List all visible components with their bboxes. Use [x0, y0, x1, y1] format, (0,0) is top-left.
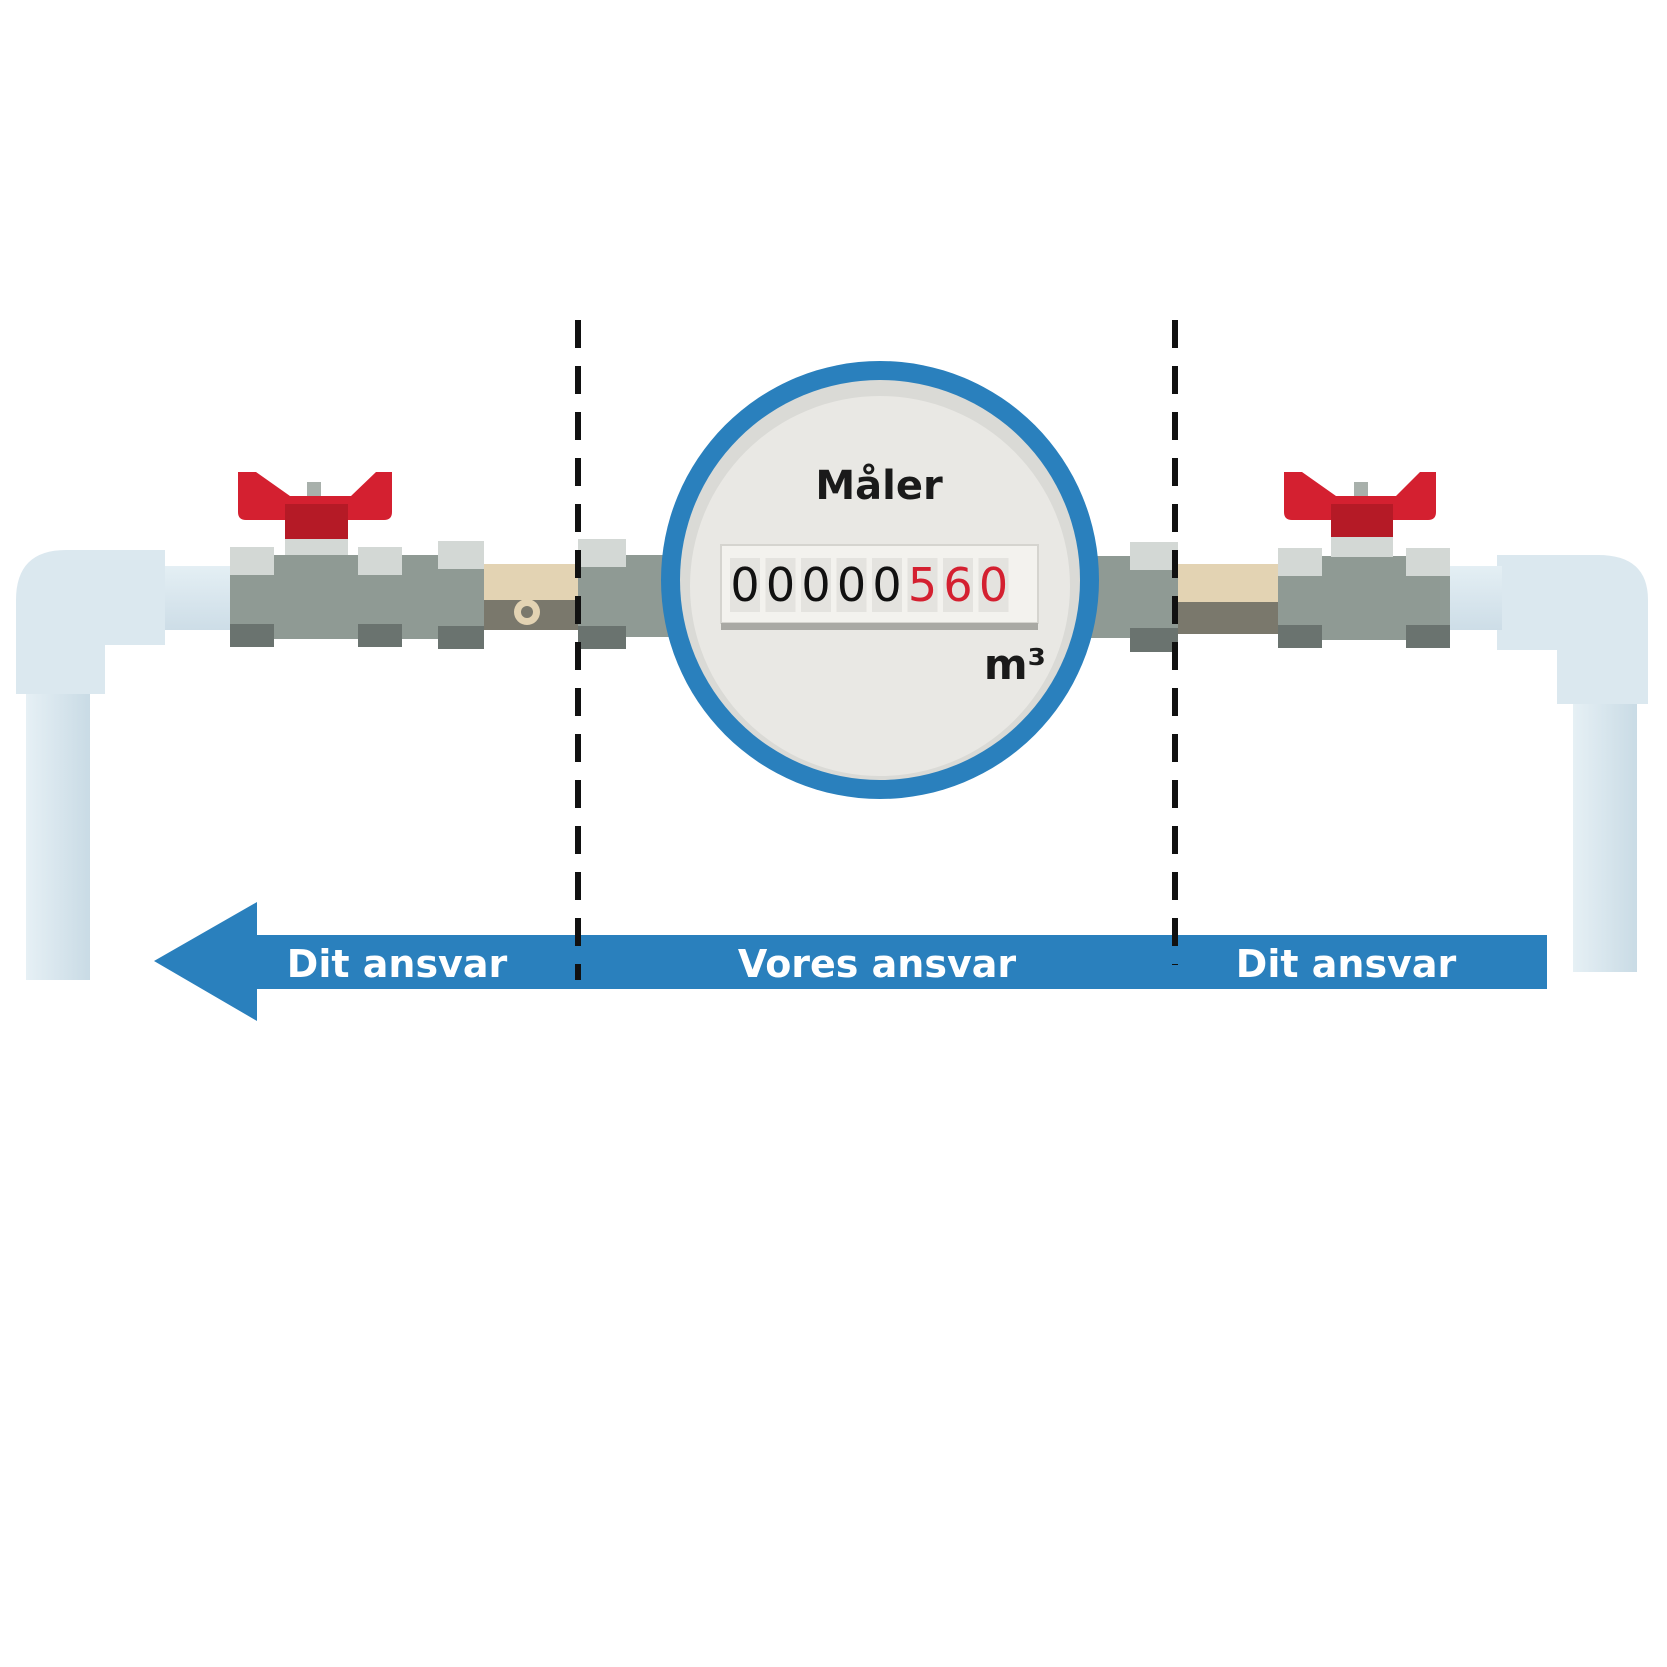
counter-digit-red: 5	[908, 558, 937, 612]
counter-digit-cell	[978, 558, 1009, 612]
counter-digit-cell	[801, 558, 831, 612]
counter-digit-red: 0	[979, 558, 1008, 612]
right-pipe-elbow-icon	[1440, 555, 1648, 972]
counter-digit-black: 0	[872, 558, 901, 612]
arrow-label-right: Dit ansvar	[1236, 942, 1457, 986]
counter-digit-cell	[836, 558, 867, 612]
counter-digit-cell	[907, 558, 938, 612]
counter-digit-black: 0	[730, 558, 759, 612]
meter-title: Måler	[815, 462, 943, 509]
counter-digit-red: 6	[943, 558, 972, 612]
counter-digit-cell	[765, 558, 796, 612]
meter-unit: m³	[984, 640, 1046, 689]
counter-digit-cell	[943, 558, 973, 612]
arrow-left-icon	[154, 902, 1547, 1021]
right-ball-valve-icon	[1178, 472, 1450, 648]
arrow-label-center: Vores ansvar	[738, 942, 1017, 986]
counter-digit-cell	[730, 558, 760, 612]
meter-left-coupling	[578, 539, 670, 649]
counter-rule	[721, 623, 1038, 630]
counter-digit-black: 0	[801, 558, 830, 612]
left-ball-valve-icon	[230, 472, 578, 649]
meter-right-coupling	[1090, 542, 1178, 652]
left-pipe-elbow-icon	[16, 550, 235, 980]
arrow-label-left: Dit ansvar	[287, 942, 508, 986]
counter-digit-black: 0	[766, 558, 795, 612]
counter-digit-black: 0	[837, 558, 866, 612]
counter-digit-cell	[872, 558, 902, 612]
